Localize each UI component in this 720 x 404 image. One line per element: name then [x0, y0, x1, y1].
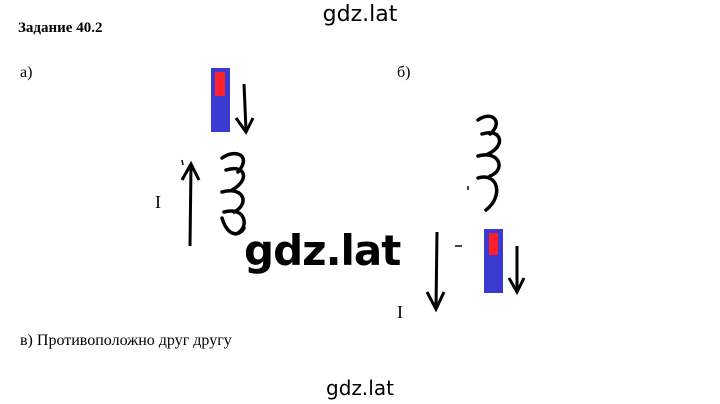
task-title: Задание 40.2 — [18, 20, 103, 36]
figure-b-current-label: I — [397, 302, 403, 322]
figure-a-magnet-arrow — [234, 83, 255, 135]
figure-a-magnet-pole — [215, 72, 225, 96]
figure-b-magnet-arrow — [507, 246, 526, 296]
figure-b-coil — [476, 114, 502, 212]
figure-b-magnet-body — [484, 229, 503, 293]
figure-b-label: б) — [397, 64, 411, 81]
figure-b-magnet-pole — [489, 233, 498, 255]
figure-a-current-arrow — [180, 159, 201, 247]
watermark-center: gdz.lat — [244, 226, 401, 275]
figure-a-current-label: I — [155, 192, 161, 212]
watermark-bottom: gdz.lat — [326, 376, 394, 400]
figure-a-coil — [220, 151, 246, 236]
figure-a-label: а) — [20, 64, 33, 81]
figure-b-magnet — [484, 229, 503, 293]
figure-b-current-arrow — [425, 231, 446, 313]
figure-a-magnet — [211, 68, 230, 132]
answer-text: в) Противоположно друг другу — [20, 332, 232, 349]
watermark-top: gdz.lat — [322, 2, 398, 27]
